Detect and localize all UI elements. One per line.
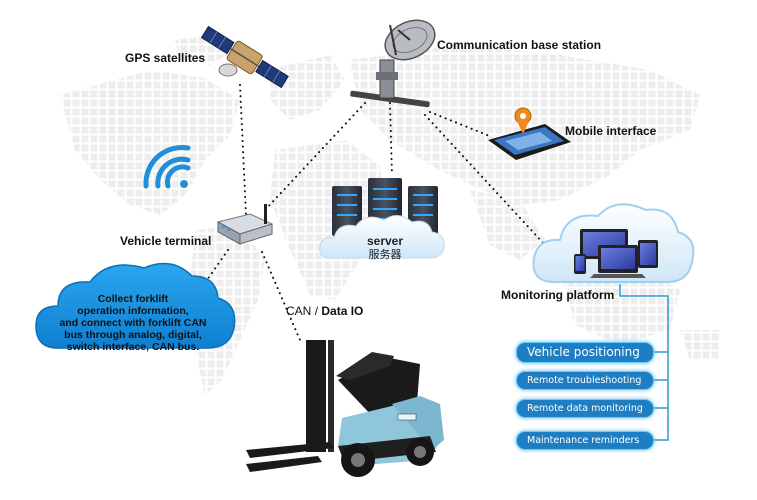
- info-line: and connect with forklift CAN: [59, 317, 207, 329]
- dish-antenna-icon: [350, 19, 436, 108]
- wifi-icon: [143, 145, 191, 189]
- feature-connector: [619, 284, 669, 441]
- gps-satellites-label: GPS satellites: [125, 51, 206, 65]
- info-line: operation information,: [77, 305, 189, 317]
- info-line: bus through analog, digital,: [64, 329, 202, 341]
- world-map-background: [60, 35, 720, 395]
- forklift-icon: [246, 340, 444, 477]
- mobile-interface-label: Mobile interface: [565, 124, 657, 138]
- info-cloud: [35, 262, 236, 349]
- feature-remote-troubleshooting: Remote troubleshooting: [516, 371, 654, 390]
- router-icon: [216, 204, 274, 245]
- info-cloud-text: Collect forklift operation information, …: [48, 293, 218, 353]
- server-label-cn: 服务器: [368, 249, 402, 261]
- monitor-devices-icon: [532, 203, 695, 283]
- data-io-text: Data IO: [321, 304, 364, 318]
- feature-vehicle-positioning: Vehicle positioning: [516, 342, 654, 363]
- monitoring-platform-label: Monitoring platform: [501, 288, 615, 302]
- satellite-icon: [200, 25, 289, 89]
- connection-lines: [199, 84, 546, 341]
- feature-maintenance-reminders: Maintenance reminders: [516, 431, 654, 450]
- server-label-en: server: [366, 234, 404, 248]
- can-data-io-label: CAN / Data IO: [286, 304, 363, 318]
- separator-text: /: [314, 304, 319, 318]
- vehicle-terminal-label: Vehicle terminal: [120, 234, 212, 248]
- info-line: switch interface, CAN bus.: [66, 341, 200, 353]
- info-line: Collect forklift: [97, 293, 169, 305]
- server-label: server 服务器: [352, 234, 418, 262]
- can-text: CAN: [286, 304, 312, 318]
- phone-map-icon: [488, 107, 571, 160]
- base-station-label: Communication base station: [437, 38, 602, 52]
- feature-remote-data-monitoring: Remote data monitoring: [516, 399, 654, 418]
- server-rack-icon: [319, 178, 445, 259]
